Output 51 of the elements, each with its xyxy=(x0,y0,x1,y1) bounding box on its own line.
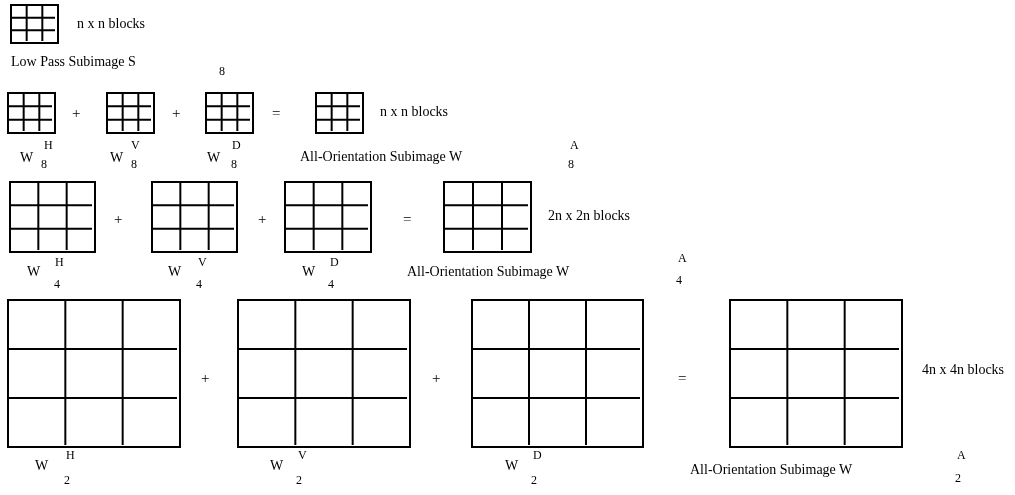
block-size-label: n x n blocks xyxy=(380,104,449,120)
subimage-symbol: W xyxy=(168,264,182,280)
operator-sign: + xyxy=(72,105,81,121)
subimage-symbol: W xyxy=(270,458,284,474)
superscript-letter: V xyxy=(298,448,307,462)
subimage-symbol: W xyxy=(35,458,49,474)
superscript-letter: D xyxy=(330,255,339,269)
superscript-letter: D xyxy=(533,448,542,462)
subscript-number: 2 xyxy=(955,471,961,485)
subscript-number: 2 xyxy=(531,473,537,487)
subscript-number: 8 xyxy=(219,64,225,78)
superscript-letter: A xyxy=(957,448,966,462)
subscript-number: 8 xyxy=(41,157,47,171)
block-size-label: n x n blocks xyxy=(77,16,146,32)
superscript-letter: H xyxy=(55,255,64,269)
superscript-letter: H xyxy=(44,138,53,152)
subscript-number: 8 xyxy=(231,157,237,171)
subimage-symbol: W xyxy=(110,150,124,166)
subscript-number: 8 xyxy=(568,157,574,171)
block-size-label: 4n x 4n blocks xyxy=(922,362,1005,378)
subimage-symbol: W xyxy=(20,150,34,166)
subscript-number: 4 xyxy=(196,277,202,291)
superscript-letter: D xyxy=(232,138,241,152)
subimage-symbol: W xyxy=(302,264,316,280)
subimage-symbol: W xyxy=(27,264,41,280)
superscript-letter: V xyxy=(198,255,207,269)
block-size-label: 2n x 2n blocks xyxy=(548,208,631,224)
operator-sign: + xyxy=(432,370,441,386)
operator-sign: + xyxy=(258,211,267,227)
superscript-letter: H xyxy=(66,448,75,462)
operator-sign: = xyxy=(272,105,281,121)
subimage-label: All-Orientation Subimage W xyxy=(300,149,463,165)
subscript-number: 4 xyxy=(328,277,334,291)
operator-sign: + xyxy=(172,105,181,121)
subimage-symbol: W xyxy=(505,458,519,474)
subscript-number: 2 xyxy=(296,473,302,487)
subscript-number: 4 xyxy=(676,273,682,287)
operator-sign: + xyxy=(201,370,210,386)
subimage-label: All-Orientation Subimage W xyxy=(407,264,570,280)
subscript-number: 8 xyxy=(131,157,137,171)
operator-sign: = xyxy=(678,370,687,386)
operator-sign: + xyxy=(114,211,123,227)
superscript-letter: V xyxy=(131,138,140,152)
subimage-label: All-Orientation Subimage W xyxy=(690,462,853,478)
subscript-number: 2 xyxy=(64,473,70,487)
operator-sign: = xyxy=(403,211,412,227)
superscript-letter: A xyxy=(570,138,579,152)
subimage-symbol: W xyxy=(207,150,221,166)
subimage-label: Low Pass Subimage S xyxy=(11,54,136,70)
subscript-number: 4 xyxy=(54,277,60,291)
superscript-letter: A xyxy=(678,251,687,265)
